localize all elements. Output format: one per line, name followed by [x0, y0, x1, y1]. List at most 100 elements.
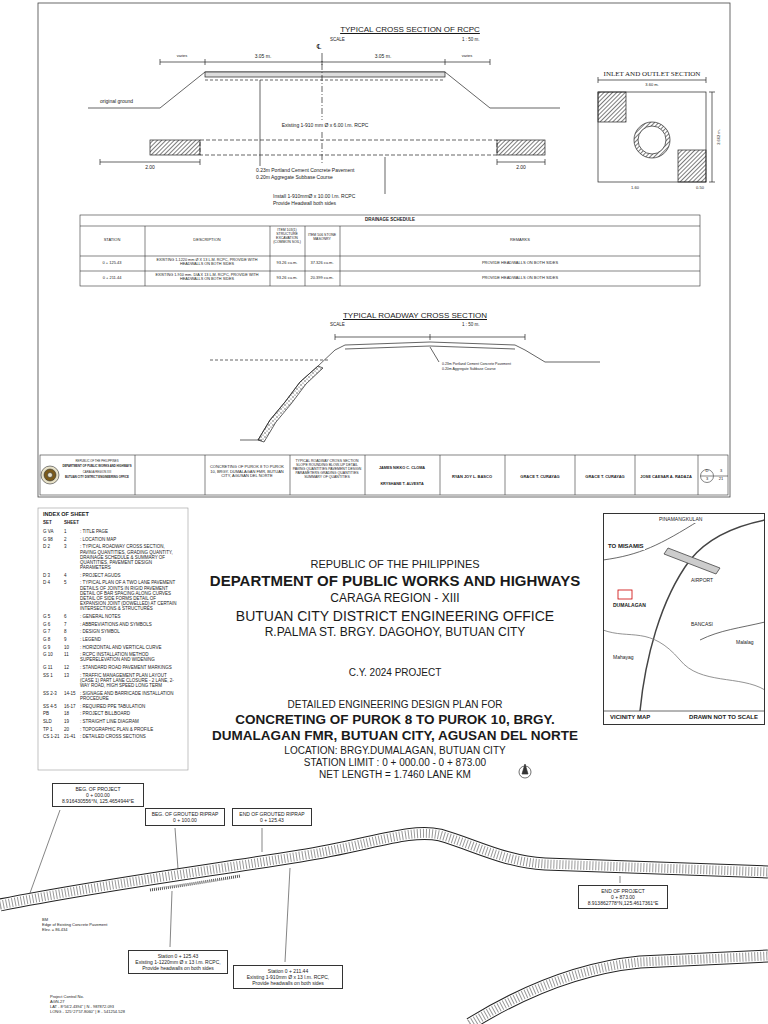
- title-block-part: [40, 455, 728, 495]
- leader-line-part: [30, 810, 60, 893]
- leader-line-part: [620, 876, 621, 883]
- road-plan-part: [470, 956, 768, 1024]
- drawing-label: Mahayag: [612, 655, 635, 661]
- rcpc-cross-section-part: [497, 159, 498, 165]
- drawing-label: PROVIDE HEADWALLS ON BOTH SIDES: [482, 276, 558, 281]
- inlet-outlet-section-part: [709, 182, 715, 183]
- drawing-label: BUTUAN CITY DISTRICT ENGINEERING OFFICE: [236, 608, 554, 624]
- title-block-part: [698, 455, 699, 495]
- sheet-border: [38, 3, 730, 497]
- drawing-label: TP 1: [43, 727, 52, 732]
- map-caption: VICINITY MAP: [610, 714, 650, 721]
- drawing-label: LOCATION: BRGY.DUMALAGAN, BUTUAN CITY: [284, 745, 505, 757]
- drawing-label: D 2: [43, 544, 50, 549]
- callout-text: 0 + 125.43: [236, 817, 308, 823]
- callout-box: BEG. OF GROUTED RIPRAP0 + 100.00: [145, 808, 225, 826]
- drawing-label: : STANDARD ROAD PAVEMENT MARKINGS: [80, 665, 180, 670]
- drawing-label: D 4: [43, 580, 50, 585]
- drawing-label: G 5: [43, 614, 50, 619]
- rcpc-cross-section-part: [322, 53, 323, 120]
- rcpc-cross-section-part: [150, 140, 200, 155]
- drawing-label: STATION LIMIT : 0 + 000.00 - 0 + 873.00: [304, 757, 486, 769]
- drawing-label: REPUBLIC OF THE PHILIPPINES: [310, 558, 479, 571]
- drawing-label: INDEX OF SHEET: [43, 511, 89, 517]
- drawing-label: 3.05 m.: [375, 54, 392, 60]
- drainage-schedule-grid-part: [80, 215, 700, 286]
- title-block-part: [440, 455, 441, 495]
- north-arrow: [519, 764, 531, 778]
- rcpc-cross-section-part: [205, 72, 445, 77]
- drawing-label: G 11: [43, 665, 52, 670]
- drawing-label: 0.23m Portland Cement Concrete Pavement: [442, 362, 511, 366]
- drawing-label: DRAINAGE SCHEDULE: [365, 217, 415, 222]
- callout-box: Station 0 + 125.43Existing 1-1220mm Ø x …: [128, 950, 228, 974]
- vicinity-map-part: [603, 520, 700, 560]
- road-plan: [0, 833, 768, 1024]
- inlet-outlet-section-part: [709, 92, 715, 93]
- rcpc-cross-section-part: [260, 80, 261, 166]
- drawing-label: Edge of Existing Concrete Pavement: [42, 923, 107, 928]
- callout-text: END OF GROUTED RIPRAP: [236, 811, 308, 817]
- drainage-schedule-grid-part: [80, 226, 700, 227]
- vicinity-map: [603, 520, 765, 711]
- rcpc-cross-section-part: [205, 80, 445, 81]
- drawing-label: 21-41: [64, 734, 76, 739]
- rcpc-cross-section-part: [490, 59, 491, 65]
- inlet-outlet-section-part: [598, 92, 626, 122]
- index-frame-part: [38, 508, 188, 770]
- drawing-label: 4: [64, 573, 67, 578]
- drawing-label: : ABBREVIATIONS AND SYMBOLS: [80, 622, 180, 627]
- drawing-label: 21: [719, 477, 723, 482]
- callout-text: END OF PROJECT: [582, 888, 664, 894]
- drawing-label: SS 1: [43, 673, 53, 678]
- drawing-label: Install 1-910mmØ x 10.00 l.m. RCPC: [273, 194, 355, 200]
- road-plan-part: [470, 956, 768, 1024]
- drawing-label: 1.60: [631, 186, 639, 191]
- drainage-schedule-grid: [80, 215, 700, 286]
- drainage-schedule-grid-part: [340, 226, 341, 286]
- callout-text: 0 + 100.00: [149, 817, 221, 823]
- title-block-part: [365, 455, 366, 495]
- index-frame: [38, 508, 188, 770]
- roadway-cross-section-part: [210, 360, 330, 361]
- drawing-label: REMARKS: [510, 238, 530, 243]
- drawing-label: SS 2-3: [43, 691, 57, 696]
- rcpc-cross-section-part: [100, 162, 200, 163]
- drawing-label: 3.60 m.: [644, 83, 659, 88]
- drawing-label: ITEM 103(1) STRUCTURE EXCAVATION (COMMON…: [271, 228, 304, 244]
- callout-text: BEG. OF PROJECT: [56, 786, 140, 792]
- drawing-label: DEPARTMENT OF PUBLIC WORKS AND HIGHWAYS: [62, 465, 131, 468]
- callout-box: BEG. OF PROJECT0 + 000.008.916430556°N, …: [52, 783, 144, 807]
- drawing-label: 3: [706, 477, 708, 482]
- drawing-label: JAMES NIKKO C. CLOMA: [379, 466, 425, 470]
- rcpc-cross-section-part: [160, 59, 161, 65]
- callout-text: BEG. OF GROUTED RIPRAP: [149, 811, 221, 817]
- drawing-label: SS 4-5: [43, 704, 57, 709]
- drawing-label: G VA: [43, 529, 53, 534]
- drawing-label: 5: [64, 580, 67, 585]
- title-block-part: [48, 473, 53, 478]
- callout-text: Existing 1-1220mm Ø x 13 l.m. RCPC,: [132, 959, 224, 965]
- drawing-label: 0.20m Aggregate Subbase Course: [255, 175, 334, 181]
- callout-text: Station 0 + 211.44: [237, 968, 339, 974]
- callout-text: 0 + 873.00: [582, 894, 664, 900]
- inlet-outlet-section-part: [598, 80, 706, 81]
- drawing-label: 37.326 cu.m.: [310, 261, 333, 266]
- drawing-label: R.PALMA ST. BRGY. DAGOHOY, BUTUAN CITY: [265, 626, 526, 640]
- rcpc-cross-section-part: [497, 140, 545, 155]
- drawing-label: 3: [64, 544, 67, 549]
- roadway-cross-section: [210, 334, 600, 442]
- drawing-label: 13: [64, 673, 69, 678]
- drawing-label: 2: [64, 537, 67, 542]
- drawing-label: varies: [462, 54, 473, 59]
- drainage-schedule-grid-part: [80, 271, 700, 272]
- drawing-label: Elev. = 86.434: [42, 928, 67, 933]
- drawing-label: RYAN JOY L. BASCO: [452, 475, 492, 480]
- roadway-cross-section-part: [430, 347, 439, 362]
- drawing-label: NET LENGTH = 1.7460 LANE KM: [319, 769, 471, 781]
- drawing-label: LONG - 125°27'57.8060" | E - 541254.528: [50, 1010, 125, 1015]
- drawing-label: Existing 1-910 mm Ø x 6.00 l.m. RCPC: [282, 123, 369, 129]
- inlet-outlet-section: [598, 77, 715, 182]
